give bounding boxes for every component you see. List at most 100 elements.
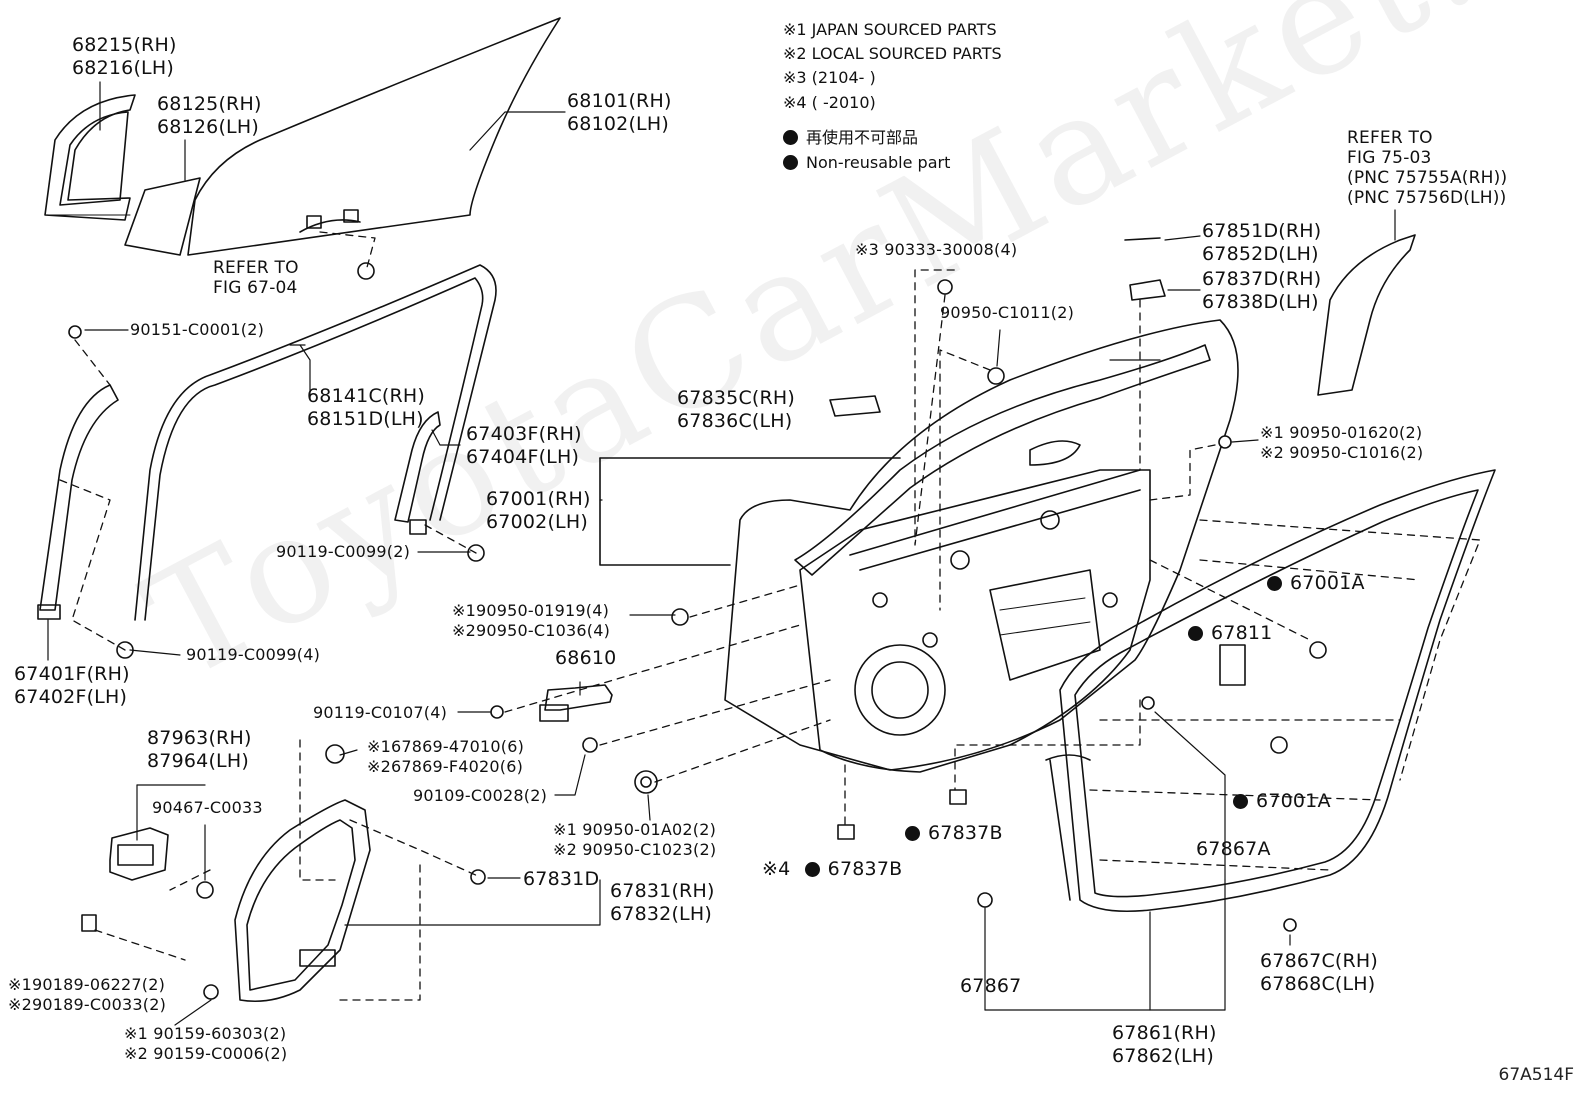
label-90950-01620: ※1 90950-01620(2) ※2 90950-C1016(2) [1260, 423, 1423, 463]
door-glass-drawing [187, 17, 561, 256]
refer-line: FIG 67-04 [213, 278, 298, 298]
part-number: 67862(LH) [1112, 1045, 1214, 1067]
label-67001a-1: 67001A [1267, 572, 1365, 595]
label-90333: ※3 90333-30008(4) [855, 240, 1018, 259]
part-number: 67402F(LH) [14, 686, 128, 708]
part-number: ※290950-C1036(4) [452, 621, 611, 640]
part-number: ※1 90950-01A02(2) [553, 820, 717, 839]
label-68141: 68141C(RH) 68151D(LH) [307, 385, 425, 431]
refer-line: FIG 75-03 [1347, 148, 1432, 168]
part-number: 67837B [827, 858, 903, 880]
part-number: 67811 [1211, 622, 1273, 644]
hardware-drawing [109, 234, 1416, 881]
part-number: 67001A [1290, 572, 1365, 594]
label-90189: ※190189-06227(2) ※290189-C0033(2) [8, 975, 166, 1015]
part-number: 87963(RH) [147, 727, 252, 749]
weatherstrip-drawing [1045, 469, 1496, 913]
label-67001: 67001(RH) 67002(LH) [486, 488, 591, 534]
label-87963: 87963(RH) 87964(LH) [147, 727, 252, 773]
nonreusable-dot-icon [1267, 576, 1282, 591]
label-67811: 67811 [1188, 622, 1272, 645]
trim-panel-drawing [234, 799, 371, 1003]
legend-note-4: ※4 ( -2010) [783, 93, 876, 112]
door-panel-drawing [724, 319, 1239, 773]
nonreusable-dot-icon [804, 862, 820, 877]
nonreusable-dot-icon [783, 155, 798, 170]
label-90119-c: 90119-C0107(4) [313, 703, 448, 722]
quarter-glass-drawing [44, 94, 201, 256]
part-number: 68215(RH) [72, 34, 177, 56]
leader-lines [47, 81, 1396, 1026]
part-number: 67831(RH) [610, 880, 715, 902]
part-number: 68141C(RH) [307, 385, 426, 407]
part-number: 67838D(LH) [1202, 291, 1319, 313]
refer-fig-75-03: REFER TO FIG 75-03 (PNC 75755A(RH)) (PNC… [1347, 128, 1507, 208]
nonreusable-dot-icon [783, 130, 798, 145]
label-90467: 90467-C0033 [152, 798, 263, 817]
label-90109: 90109-C0028(2) [413, 786, 548, 805]
legend-nonreusable-en: Non-reusable part [783, 153, 950, 173]
label-67403: 67403F(RH) 67404F(LH) [466, 423, 582, 469]
part-number: 67832(LH) [610, 903, 712, 925]
label-67861: 67861(RH) 67862(LH) [1112, 1022, 1217, 1068]
part-number: ※2 90950-C1016(2) [1260, 443, 1424, 462]
part-number: ※167869-47010(6) [367, 737, 525, 756]
part-number: 68125(RH) [157, 93, 262, 115]
label-68215: 68215(RH) 68216(LH) [72, 34, 177, 80]
part-number: 67837D(RH) [1202, 268, 1322, 290]
refer-fig-67-04: REFER TO FIG 67-04 [213, 258, 299, 298]
part-number: 68151D(LH) [307, 408, 424, 430]
part-number: ※2 90159-C0006(2) [124, 1044, 288, 1063]
label-90119-b: 90119-C0099(4) [186, 645, 321, 664]
label-67401: 67401F(RH) 67402F(LH) [14, 663, 130, 709]
refer-line: (PNC 75755A(RH)) [1347, 168, 1508, 188]
part-number: 67837B [928, 822, 1003, 844]
diagram-code: 67A514F [1498, 1065, 1575, 1085]
part-number: ※1 90950-01620(2) [1260, 423, 1423, 442]
part-number: ※267869-F4020(6) [367, 757, 524, 776]
part-number: 67851D(RH) [1202, 220, 1322, 242]
label-67867: 67867 [960, 975, 1022, 997]
label-90151: 90151-C0001(2) [130, 320, 265, 339]
dashed-lines [59, 231, 1481, 1001]
label-90950-01a02: ※1 90950-01A02(2) ※2 90950-C1023(2) [553, 820, 716, 860]
label-90950-01919: ※190950-01919(4) ※290950-C1036(4) [452, 601, 610, 641]
part-number: 67001(RH) [486, 488, 591, 510]
legend-note-3: ※3 (2104- ) [783, 68, 876, 87]
part-number: 67401F(RH) [14, 663, 130, 685]
part-number: ※190950-01919(4) [452, 601, 610, 620]
refer-line: REFER TO [213, 258, 299, 278]
label-68101: 68101(RH) 68102(LH) [567, 90, 672, 136]
frame-molding-drawing [134, 264, 497, 621]
part-number: 87964(LH) [147, 750, 249, 772]
part-number: 67835C(RH) [677, 387, 796, 409]
part-number: 67868C(LH) [1260, 973, 1376, 995]
refer-line: REFER TO [1347, 128, 1433, 148]
label-90950-c1011: 90950-C1011(2) [940, 303, 1075, 322]
label-90159: ※1 90159-60303(2) ※2 90159-C0006(2) [124, 1024, 287, 1064]
label-67835: 67835C(RH) 67836C(LH) [677, 387, 795, 433]
part-number: 67002(LH) [486, 511, 588, 533]
part-number: 68101(RH) [567, 90, 672, 112]
part-number: 67861(RH) [1112, 1022, 1217, 1044]
label-67837d: 67837D(RH) 67838D(LH) [1202, 268, 1321, 314]
label-67867a: 67867A [1196, 838, 1271, 860]
label-67831: 67831(RH) 67832(LH) [610, 880, 715, 926]
part-number: ※290189-C0033(2) [8, 995, 167, 1014]
division-bar-drawing [37, 384, 441, 620]
label-68125: 68125(RH) 68126(LH) [157, 93, 262, 139]
part-number: 67836C(LH) [677, 410, 793, 432]
nonreusable-dot-icon [1188, 626, 1203, 641]
legend-note-1: ※1 JAPAN SOURCED PARTS [783, 20, 997, 39]
fasteners-drawing [68, 262, 1327, 1000]
legend-nonreusable-jp-text: 再使用不可部品 [806, 128, 919, 147]
legend-note-2: ※2 LOCAL SOURCED PARTS [783, 44, 1002, 63]
part-number: 67867C(RH) [1260, 950, 1379, 972]
label-68610: 68610 [555, 647, 617, 669]
part-number: ※2 90950-C1023(2) [553, 840, 717, 859]
label-67851: 67851D(RH) 67852D(LH) [1202, 220, 1321, 266]
part-number: 67403F(RH) [466, 423, 582, 445]
part-number: 67852D(LH) [1202, 243, 1319, 265]
label-67831d: 67831D [523, 868, 600, 890]
